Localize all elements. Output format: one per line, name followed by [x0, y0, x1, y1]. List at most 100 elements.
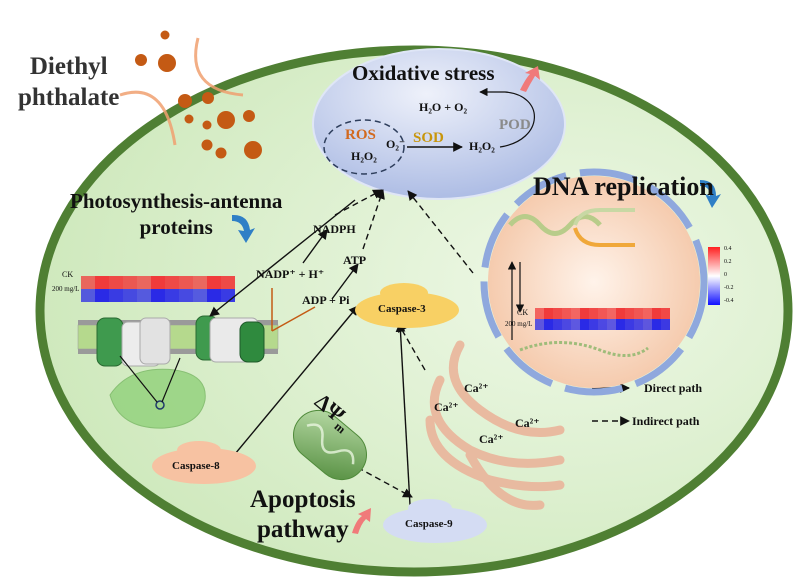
heatmap-cell [193, 289, 207, 302]
thylakoid-membrane [77, 315, 279, 367]
colorbar-tick-label: -0.2 [724, 285, 734, 291]
heatmap-cell [580, 319, 589, 330]
heatmap-cell [571, 319, 580, 330]
ros-label: ROS [345, 127, 376, 143]
heatmap-cell [571, 308, 580, 319]
heatmap-cell [562, 308, 571, 319]
heatmap-cell [625, 308, 634, 319]
caspase-9-shape [383, 499, 487, 543]
heatmap-cell [193, 276, 207, 289]
dna-heatmap [535, 308, 670, 330]
legend-direct-path: Direct path [644, 381, 703, 395]
caspase-8-shape [152, 441, 256, 484]
heatmap-cell [652, 319, 661, 330]
legend-indirect-path: Indirect path [632, 414, 700, 428]
heatmap-cell [81, 289, 95, 302]
heatmap-cell [607, 308, 616, 319]
colorbar-tick-label: 0.2 [724, 259, 732, 265]
endoplasmic-reticulum [425, 340, 565, 510]
heatmap-cell [179, 289, 193, 302]
heatmap-cell [562, 319, 571, 330]
heatmap-cell [643, 319, 652, 330]
pathway-arrows [209, 199, 630, 506]
heatmap-cell [95, 289, 109, 302]
electron-transfer-lines [271, 288, 316, 332]
heatmap-cell [616, 319, 625, 330]
atp-label: ATP [343, 253, 367, 267]
dna-down-arrow-icon [700, 180, 721, 208]
heatmap-cell [589, 308, 598, 319]
heatmap-cell [634, 319, 643, 330]
calcium-label-3: Ca²⁺ [515, 416, 540, 430]
heatmap-cell [598, 319, 607, 330]
water-oxygen-products: H₂O + O₂ [419, 100, 468, 114]
heatmap-cell [661, 308, 670, 319]
dna-row-ck: CK [517, 308, 529, 317]
apoptosis-title-line1: Apoptosis [250, 486, 356, 513]
photosynthesis-down-arrow-icon [232, 214, 255, 243]
heatmap-cell [165, 276, 179, 289]
heatmap-cell [598, 308, 607, 319]
calcium-label-2: Ca²⁺ [434, 400, 459, 414]
ros-dashed-ring [323, 119, 405, 175]
heatmap-cell [81, 276, 95, 289]
heatmap-cell [643, 308, 652, 319]
heatmap-cell [607, 319, 616, 330]
heatmap-cell [589, 319, 598, 330]
sod-label: SOD [413, 130, 444, 146]
heatmap-cell [137, 276, 151, 289]
colorbar-tick-label: 0.4 [724, 246, 732, 252]
oxidative-stress-bubble [312, 48, 566, 200]
heatmap-cell [95, 276, 109, 289]
heatmap-cell [207, 289, 221, 302]
pod-arrow [479, 87, 535, 148]
pollutant-particles [135, 30, 262, 159]
calcium-label-4: Ca²⁺ [479, 432, 504, 446]
apoptosis-title-line2: pathway [256, 516, 349, 543]
pollutant-label: Diethyl phthalate [18, 51, 119, 113]
heatmap-cell [652, 308, 661, 319]
mitochondrion [293, 409, 367, 481]
heatmap-cell [544, 319, 553, 330]
pod-label: POD [499, 117, 531, 133]
photosynthesis-title-line2: proteins [139, 215, 213, 239]
heatmap-cell [634, 308, 643, 319]
caspase-9-label: Caspase-9 [405, 518, 453, 530]
pollutant-membrane-arcs [119, 37, 244, 146]
heatmap-cell [123, 276, 137, 289]
oxidative-up-arrow-icon [520, 66, 540, 92]
heatmap-cell [580, 308, 589, 319]
heatmap-cell [179, 276, 193, 289]
heatmap-cell [123, 289, 137, 302]
pollutant-name-line2: phthalate [18, 84, 120, 111]
pollutant-name-line1: Diethyl [29, 53, 108, 80]
heatmap-cell [221, 276, 235, 289]
dna-replication-title: DNA replication [533, 172, 714, 201]
heatmap-cell [535, 319, 544, 330]
heatmap-cell [661, 319, 670, 330]
adp-label: ADP + Pi [302, 293, 350, 307]
nucleus [480, 168, 708, 396]
apoptosis-up-arrow-icon [352, 508, 371, 534]
colorbar [708, 247, 720, 305]
heatmap-cell [109, 276, 123, 289]
superoxide-label: O₂⁻ [386, 137, 406, 151]
dna-row-200: 200 mg/L [505, 320, 533, 328]
ros-h2o2-label: H₂O₂ [351, 149, 377, 163]
calcium-label-1: Ca²⁺ [464, 381, 489, 395]
heatmap-cell [137, 289, 151, 302]
photosynthesis-title-line1: Photosynthesis-antenna [70, 189, 283, 213]
apoptosis-title: Apoptosis pathway [250, 485, 356, 545]
chloroplast [109, 355, 206, 429]
heatmap-cell [151, 276, 165, 289]
heatmap-cell [616, 308, 625, 319]
photo-row-ck: CK [62, 270, 74, 279]
caspase-3-label: Caspase-3 [378, 303, 426, 315]
caspase-8-label: Caspase-8 [172, 460, 220, 472]
heatmap-cell [553, 308, 562, 319]
heatmap-cell [109, 289, 123, 302]
nadph-label: NADPH [313, 222, 356, 236]
oxidative-stress-title: Oxidative stress [352, 61, 495, 85]
h2o2-product-label: H₂O₂ [469, 139, 495, 153]
